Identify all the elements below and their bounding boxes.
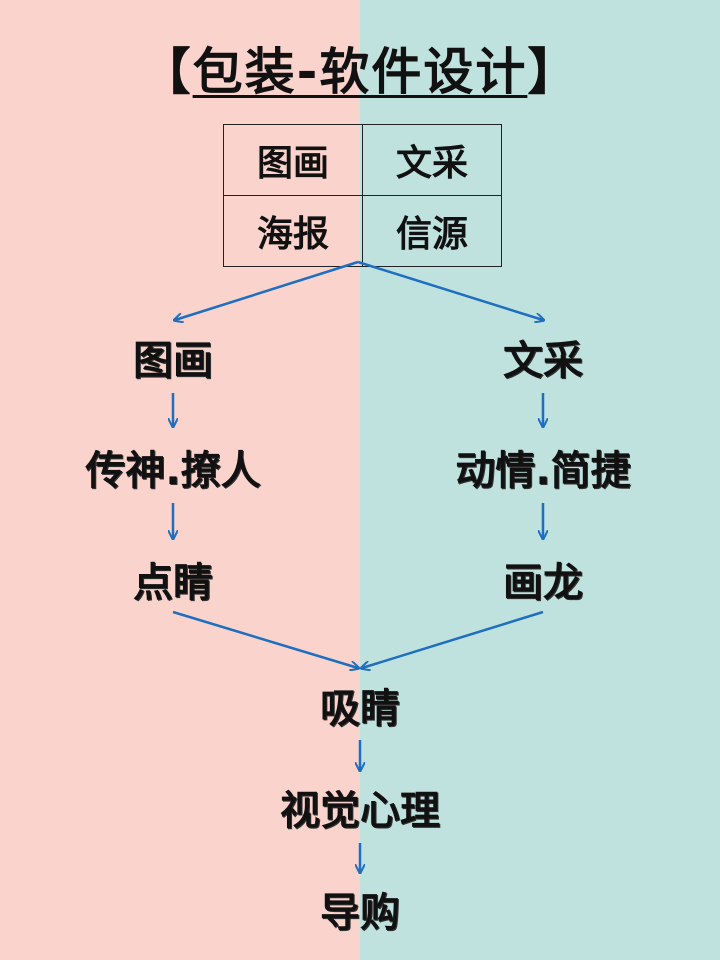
grid-cell: 海报 [223,195,363,267]
left-node-2: 传神.撩人 [85,448,261,494]
title-main: 包装-软件设计 [192,43,528,101]
center-node-3: 导购 [320,890,400,936]
arrow-left-to-center [172,610,358,668]
arrow-grid-to-left [175,260,359,320]
grid-cell: 图画 [223,124,363,196]
arrow-right-to-center [362,610,544,668]
summary-grid: 图画 文采 海报 信源 [223,124,502,267]
right-node-3: 画龙 [503,560,583,606]
title-bracket-open: 【 [140,43,193,101]
left-node-3: 点睛 [133,560,213,606]
right-node-2: 动情.简捷 [455,448,631,494]
arrow-grid-to-right [357,260,543,320]
title: 【包装-软件设计】 [0,32,720,104]
center-node-1: 吸睛 [320,686,400,732]
right-node-1: 文采 [503,338,583,384]
grid-cell: 信源 [362,195,502,267]
grid-cell: 文采 [362,124,502,196]
center-node-2: 视觉心理 [280,788,440,834]
left-node-1: 图画 [133,338,213,384]
title-bracket-close: 】 [527,43,580,101]
